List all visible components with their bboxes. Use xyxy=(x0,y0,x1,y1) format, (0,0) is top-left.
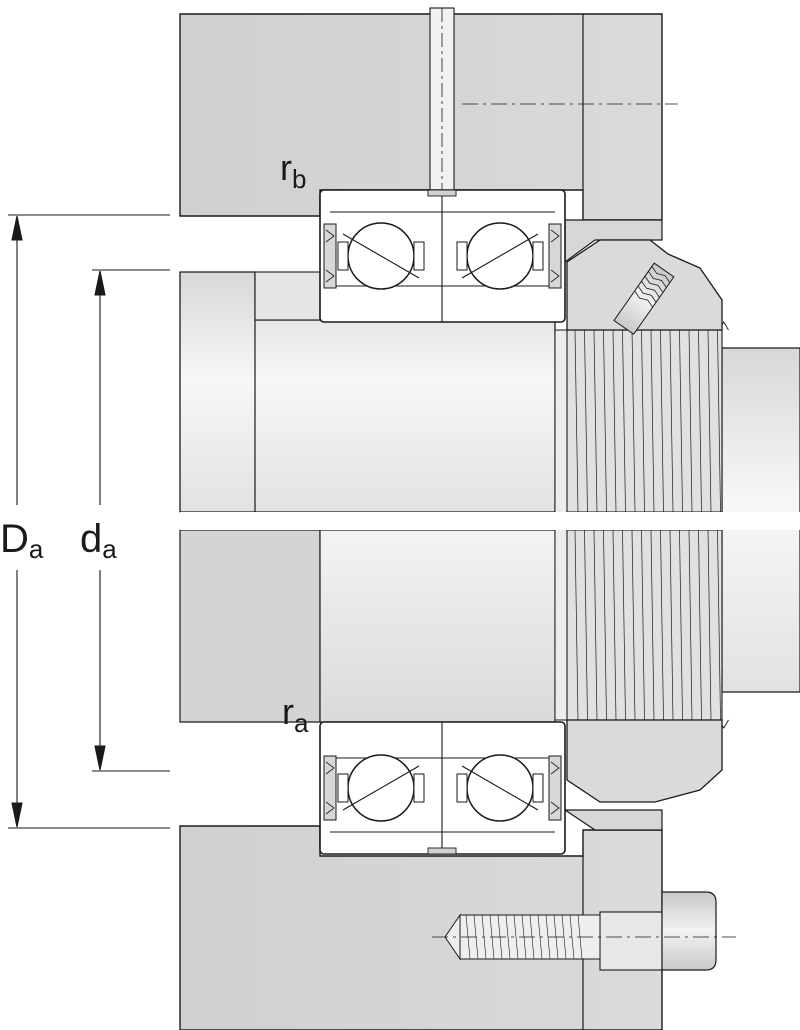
seal-icon xyxy=(323,223,337,289)
label-shaft-abutment: da xyxy=(80,517,117,564)
lock-nut xyxy=(566,239,723,803)
seal-icon xyxy=(548,223,562,289)
label-fillet-shaft: ra xyxy=(282,691,309,738)
label-housing-bore: Da xyxy=(0,517,44,564)
lock-screw-icon xyxy=(613,262,675,335)
ball-icon xyxy=(456,222,544,290)
ball-icon xyxy=(337,222,425,290)
cap-screw-icon xyxy=(432,891,736,971)
dimension-shaft-abutment xyxy=(92,269,170,772)
ball-icon xyxy=(456,754,544,822)
seal-icon xyxy=(548,755,562,821)
dimension-housing-bore xyxy=(8,214,170,829)
bearing-upper xyxy=(319,189,566,323)
ball-icon xyxy=(337,754,425,822)
housing-lower xyxy=(179,529,663,1030)
bearing-lower xyxy=(319,721,566,855)
seal-icon xyxy=(323,755,337,821)
section-break xyxy=(180,512,800,530)
threaded-section xyxy=(554,321,729,729)
label-fillet-housing: rb xyxy=(280,147,306,194)
